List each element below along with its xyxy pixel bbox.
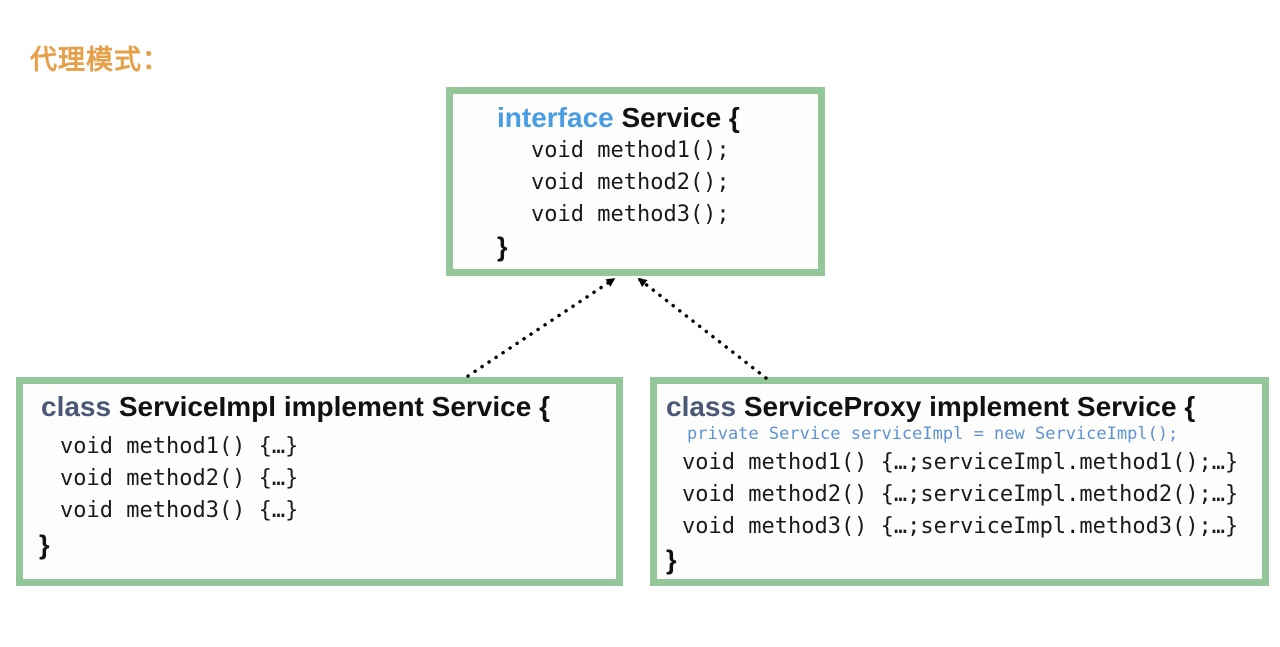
uml-box-class-serviceproxy[interactable]: class ServiceProxy implement Service { p…	[650, 377, 1269, 586]
proxy-method-line-3: void method3() {…;serviceImpl.method3();…	[682, 514, 1239, 539]
interface-header: interface Service {	[497, 104, 740, 132]
impl-header: class ServiceImpl implement Service {	[41, 393, 550, 421]
interface-close-brace: }	[497, 232, 508, 262]
interface-method-line-2: void method2();	[531, 170, 730, 195]
impl-realizes-interface	[466, 277, 616, 378]
keyword-class-impl: class	[41, 391, 119, 422]
uml-box-class-serviceimpl[interactable]: class ServiceImpl implement Service { vo…	[16, 377, 623, 586]
proxy-field-declaration: private Service serviceImpl = new Servic…	[687, 424, 1179, 444]
interface-method-line-1: void method1();	[531, 138, 730, 163]
impl-method-line-3: void method3() {…}	[60, 498, 299, 523]
uml-box-interface-service[interactable]: interface Service { void method1(); void…	[446, 87, 825, 276]
interface-method-line-3: void method3();	[531, 202, 730, 227]
proxy-header: class ServiceProxy implement Service {	[666, 393, 1195, 421]
proxy-method-line-2: void method2() {…;serviceImpl.method2();…	[682, 482, 1239, 507]
impl-method-line-1: void method1() {…}	[60, 434, 299, 459]
proxy-close-brace: }	[666, 545, 677, 575]
page-title: 代理模式：	[30, 45, 170, 75]
interface-name: Service {	[621, 102, 740, 133]
proxy-name: ServiceProxy implement Service {	[743, 391, 1196, 422]
keyword-interface: interface	[497, 102, 622, 133]
proxy-realizes-interface	[637, 277, 768, 380]
proxy-method-line-1: void method1() {…;serviceImpl.method1();…	[682, 450, 1239, 475]
impl-close-brace: }	[39, 530, 50, 560]
impl-name: ServiceImpl implement Service {	[118, 391, 550, 422]
impl-method-line-2: void method2() {…}	[60, 466, 299, 491]
keyword-class-proxy: class	[666, 391, 744, 422]
